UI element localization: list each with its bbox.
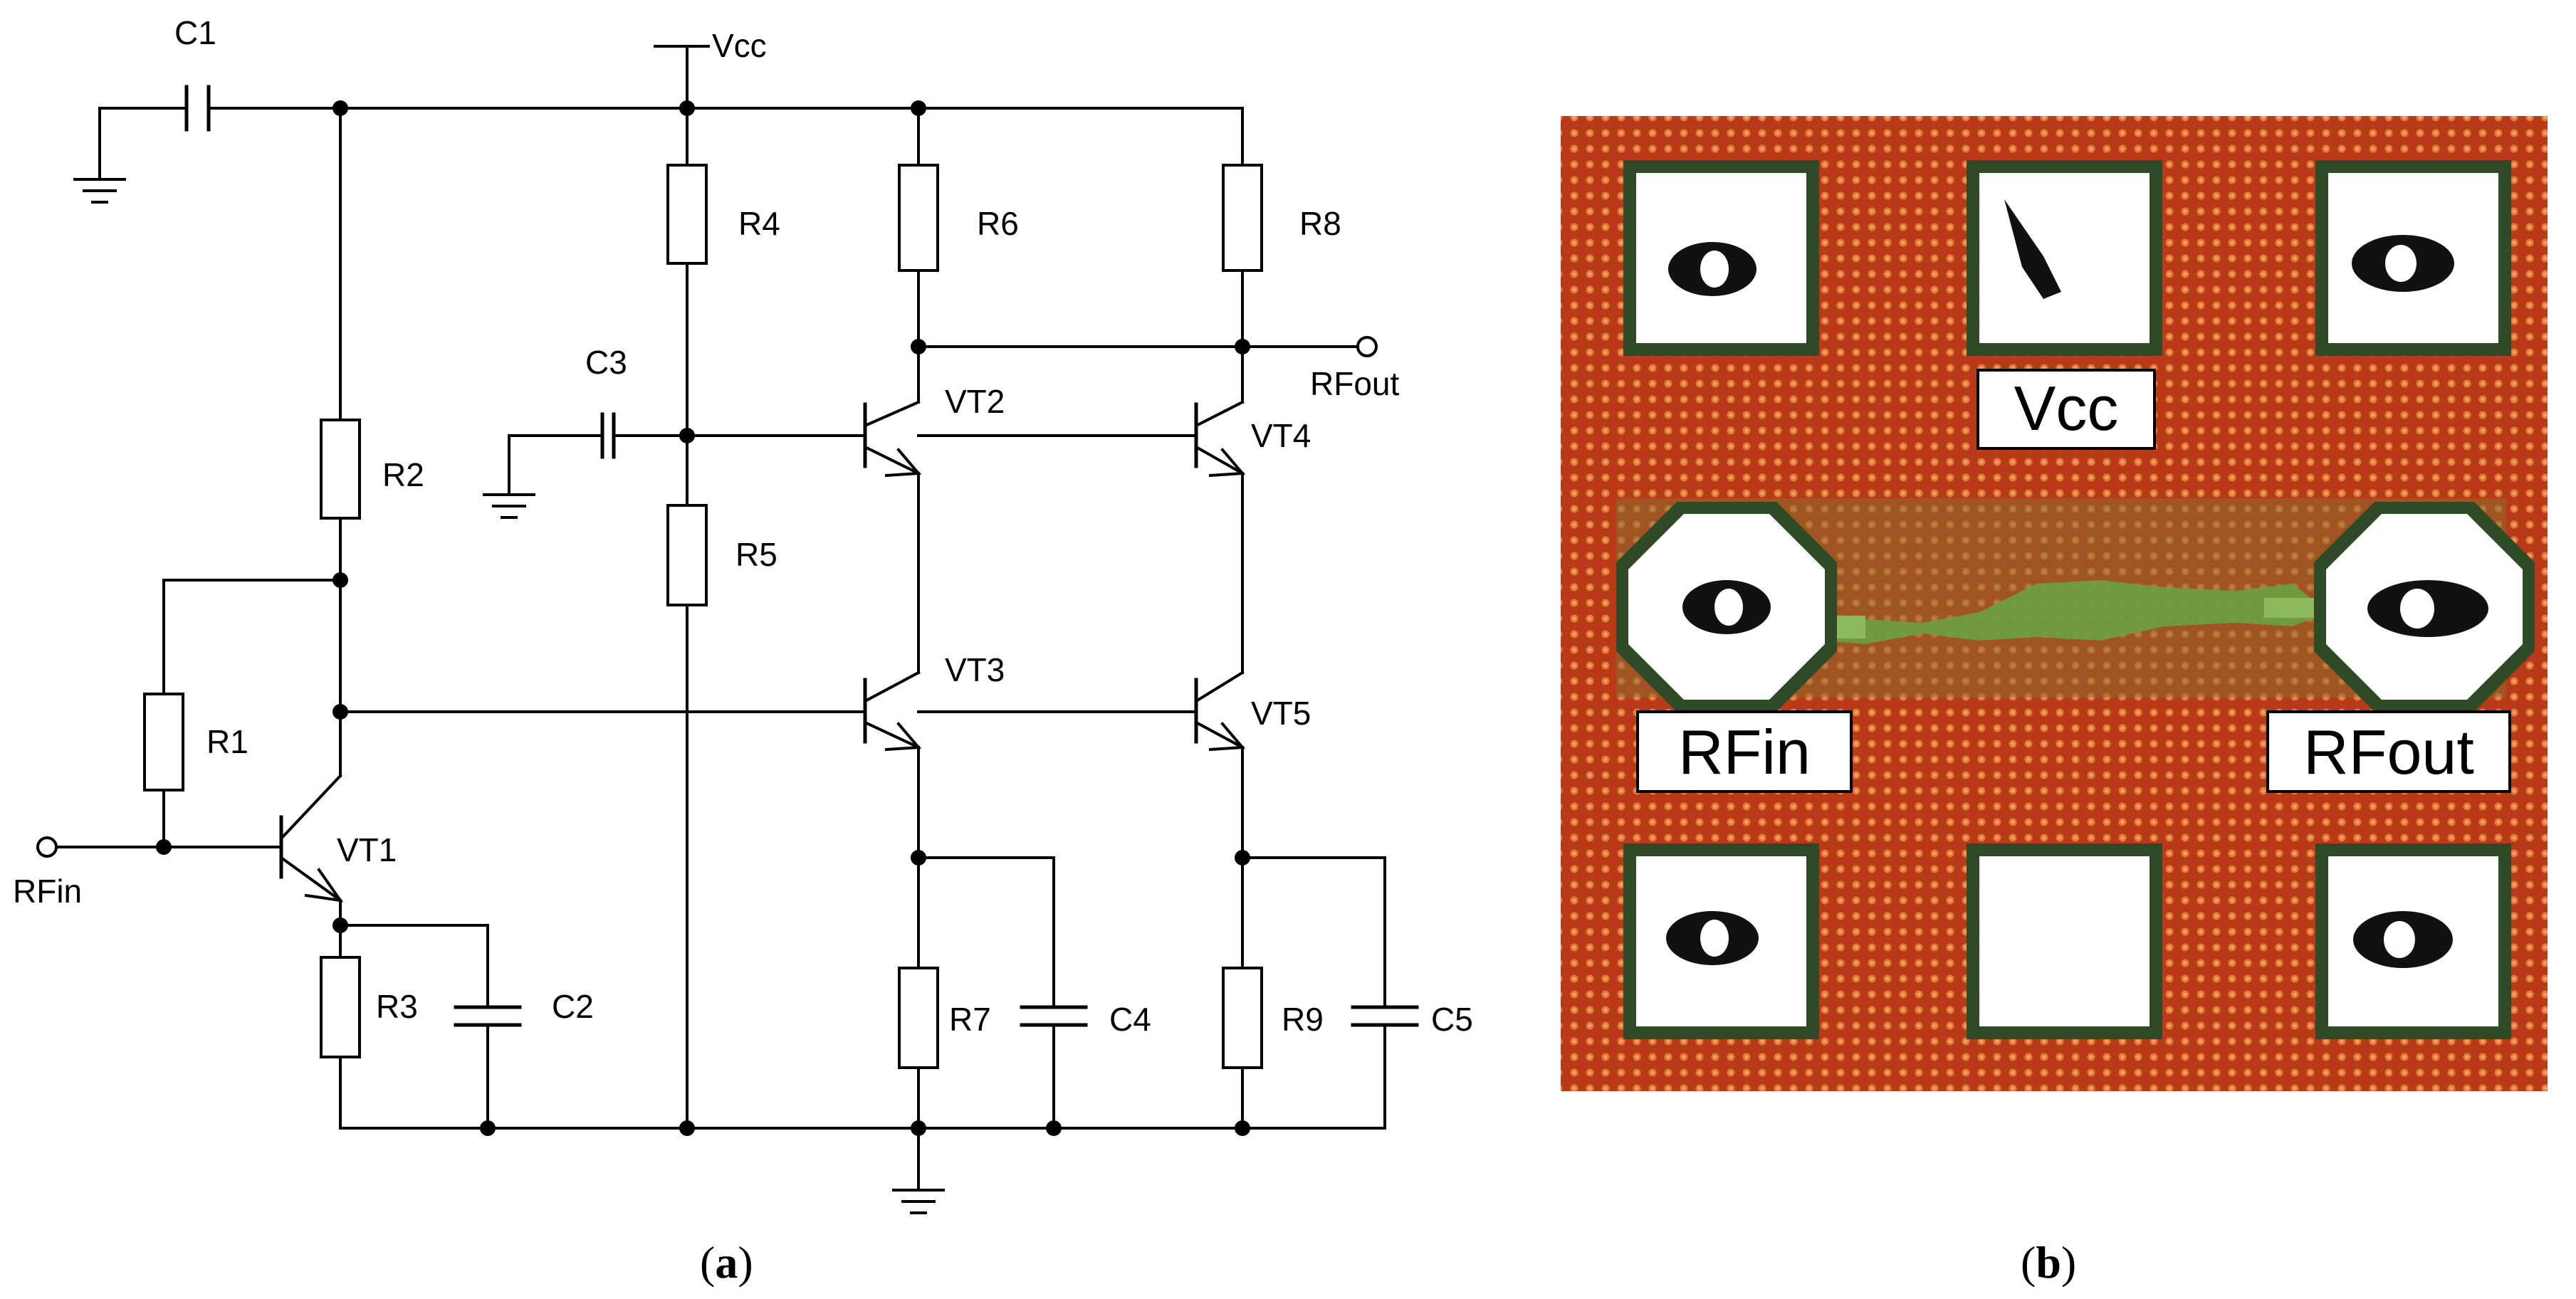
resistor-r9 [1222,967,1263,1069]
label-c3: C3 [585,344,627,381]
label-c2: C2 [552,988,594,1025]
rfin-terminal [36,836,58,858]
ground-icon [483,493,535,519]
label-r8: R8 [1299,205,1341,242]
die-label-rfin-text: RFin [1678,717,1811,787]
die-photo: Vcc RFin RFout [1561,116,2548,1091]
circuit-schematic [36,45,1419,1214]
resistor-r4 [666,164,708,265]
label-c1: C1 [174,14,216,51]
transistor-vt4 [1194,400,1246,478]
transistor-vt1 [279,774,344,903]
capacitor-c1 [184,85,211,132]
schematic-labels: C1 Vcc R4 R6 R8 C3 RFout VT2 VT4 R2 R5 V… [13,14,1473,1038]
resistor-r7 [898,967,939,1069]
caption-a: (a) [700,1237,753,1288]
label-r7: R7 [949,1001,991,1038]
ground-icon [892,1189,945,1214]
transistor-vt3 [863,670,922,752]
ground-icon [73,178,126,204]
resistors [143,164,1263,1069]
caption-a-letter: a [715,1237,738,1288]
capacitors [184,85,1419,1027]
ground-symbols [73,178,945,1214]
label-vt2: VT2 [945,383,1005,420]
rfout-terminal [1356,336,1378,357]
bond-pad-vcc [1967,160,2162,356]
svg-text:(a): (a) [700,1237,753,1288]
die-label-vcc-text: Vcc [2014,373,2119,443]
capacitor-c2 [454,1005,522,1027]
label-rfout: RFout [1310,365,1399,402]
capacitor-c3 [600,412,616,459]
die-labels: Vcc RFin RFout [1636,369,2511,793]
bond-pad-rfin [1616,502,1837,712]
label-vcc: Vcc [712,27,767,64]
resistor-r3 [320,956,361,1058]
wires [56,45,1386,1192]
die-label-vcc: Vcc [1976,369,2156,450]
transistors [279,400,1246,903]
label-vt3: VT3 [945,651,1005,688]
junction-dots [156,100,1250,1136]
bond-pad-bottom-right [2315,843,2511,1039]
bond-pad-bottom-middle [1967,843,2162,1039]
label-c5: C5 [1431,1001,1473,1038]
label-vt1: VT1 [337,831,397,868]
label-rfin: RFin [13,873,82,910]
die-label-rfout-text: RFout [2303,717,2474,787]
label-r9: R9 [1282,1001,1324,1038]
label-c4: C4 [1109,1001,1151,1038]
transistor-vt5 [1194,670,1246,752]
caption-b-letter: b [2036,1237,2061,1288]
resistor-r2 [320,419,361,520]
bond-pad-rfout [2314,502,2535,712]
label-vt5: VT5 [1251,695,1311,732]
bond-pads [1616,160,2535,1039]
bond-pad-bottom-left [1623,843,1819,1039]
caption-b: (b) [2021,1237,2076,1288]
label-r2: R2 [382,456,424,493]
resistor-r6 [898,164,939,272]
label-r3: R3 [376,988,418,1025]
capacitor-c5 [1351,1005,1419,1027]
die-label-rfin: RFin [1636,710,1853,793]
capacitor-c4 [1020,1005,1088,1027]
resistor-r5 [666,504,708,606]
label-r4: R4 [738,205,780,242]
svg-text:(b): (b) [2021,1237,2076,1288]
bond-pad-top-left [1623,160,1819,356]
transistor-vt2 [863,400,922,478]
label-vt4: VT4 [1251,417,1311,454]
die-label-rfout: RFout [2266,710,2511,793]
resistor-r1 [143,693,184,792]
bond-pad-top-right [2315,160,2511,356]
label-r5: R5 [735,536,777,573]
label-r6: R6 [977,205,1019,242]
resistor-r8 [1222,164,1263,272]
label-r1: R1 [206,723,248,760]
